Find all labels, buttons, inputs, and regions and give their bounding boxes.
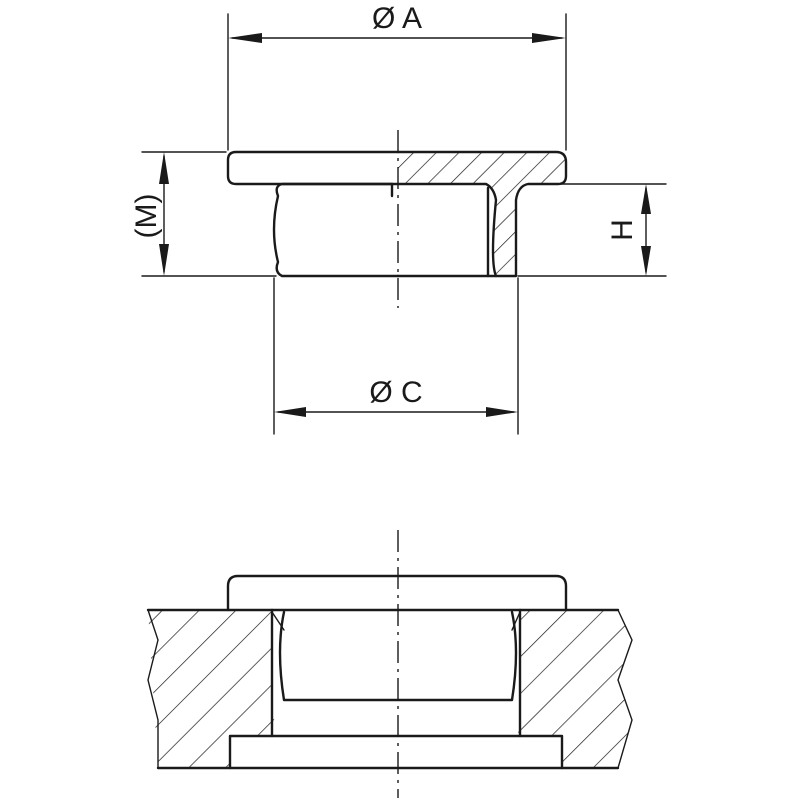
grommet-lip-left: [271, 611, 285, 631]
grommet-lip-right: [511, 611, 521, 631]
dimension-overall-height: (M): [130, 151, 277, 277]
panel-left-break: [147, 609, 159, 769]
grommet-section-view: [226, 130, 568, 308]
section-hatch: [398, 152, 566, 276]
bottom-recess: [228, 734, 564, 770]
flange-outline-right: [396, 150, 568, 278]
panel-left-hatch: [148, 610, 276, 768]
installed-view: [146, 530, 633, 798]
body-outline-left: [272, 182, 400, 278]
dim-label-overall-height: (M): [130, 194, 163, 239]
dim-label-inner-diameter: Ø C: [369, 376, 422, 409]
dimension-outer-diameter: Ø A: [227, 2, 567, 151]
dim-label-outer-diameter: Ø A: [372, 2, 422, 35]
dimension-height: H: [517, 183, 667, 277]
flange-outline: [226, 150, 400, 186]
panel-right-break: [617, 609, 633, 769]
installed-flange: [226, 574, 568, 612]
dim-label-height: H: [606, 219, 639, 241]
dimension-inner-diameter: Ø C: [273, 277, 519, 435]
panel-right-hatch: [518, 610, 632, 768]
